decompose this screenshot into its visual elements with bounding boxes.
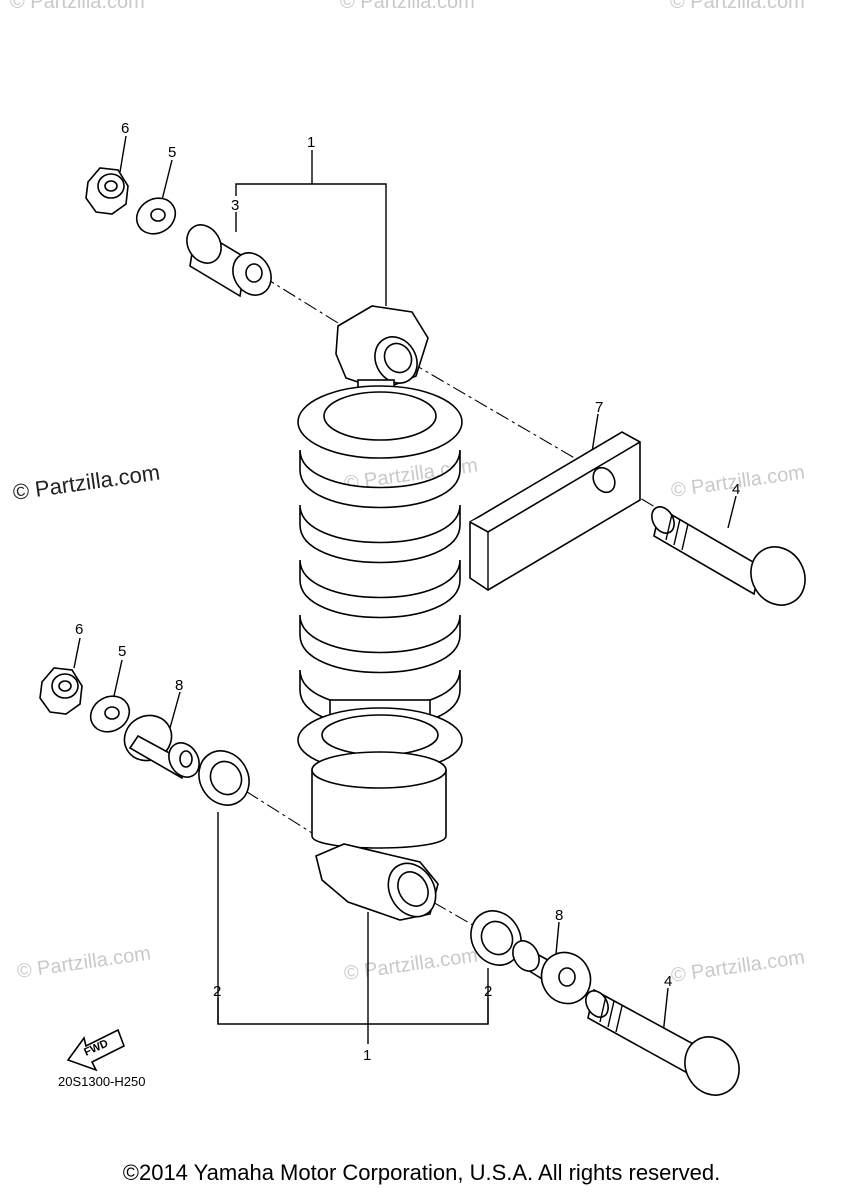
watermark-faint: © Partzilla.com bbox=[10, 0, 145, 13]
callout-6-bottom: 6 bbox=[75, 621, 83, 638]
callout-4-bottom: 4 bbox=[664, 973, 672, 990]
seal-part-2-left bbox=[198, 750, 250, 806]
bolt-part-4-top bbox=[651, 506, 806, 606]
callout-4-top: 4 bbox=[732, 481, 740, 498]
washer-part-5-top bbox=[135, 197, 177, 235]
callout-6-top: 6 bbox=[121, 120, 129, 137]
callout-3: 3 bbox=[231, 197, 239, 214]
watermark-main: © Partzilla.com bbox=[11, 460, 161, 505]
copyright-footer: ©2014 Yamaha Motor Corporation, U.S.A. A… bbox=[122, 1160, 721, 1185]
fwd-arrow-icon: FWD bbox=[66, 1028, 126, 1072]
callout-2-right: 2 bbox=[484, 983, 492, 1000]
watermark-faint: © Partzilla.com bbox=[670, 946, 807, 987]
callout-1-top: 1 bbox=[307, 134, 315, 151]
callouts: 1 3 6 5 7 4 6 5 8 8 4 2 2 1 bbox=[75, 120, 740, 1064]
callout-1-bottom: 1 bbox=[363, 1047, 371, 1064]
collar-part-8-right bbox=[512, 940, 592, 1005]
bolt-part-4-bottom bbox=[585, 988, 740, 1096]
watermark-faint: © Partzilla.com bbox=[670, 0, 805, 13]
collar-part-8-left bbox=[123, 714, 200, 780]
callout-8-left: 8 bbox=[175, 677, 183, 694]
assembly-lines bbox=[224, 275, 661, 976]
callout-5-bottom: 5 bbox=[118, 643, 126, 660]
watermark-faint: © Partzilla.com bbox=[343, 944, 480, 985]
callout-5-top: 5 bbox=[168, 144, 176, 161]
diagram-code: 20S1300-H250 bbox=[58, 1074, 145, 1089]
watermark-faint: © Partzilla.com bbox=[16, 942, 153, 983]
watermark-faint: © Partzilla.com bbox=[340, 0, 475, 13]
callout-2-left: 2 bbox=[213, 983, 221, 1000]
shock-absorber-part-1 bbox=[297, 305, 463, 921]
nut-part-6-bottom bbox=[39, 667, 83, 715]
callout-8-right: 8 bbox=[555, 907, 563, 924]
seal-part-2-right bbox=[470, 910, 522, 966]
bracket-part-7 bbox=[469, 431, 641, 591]
washer-part-5-bottom bbox=[89, 695, 131, 733]
nut-part-6-top bbox=[85, 167, 129, 215]
callout-7: 7 bbox=[595, 399, 603, 416]
bushing-part-3 bbox=[186, 224, 272, 298]
